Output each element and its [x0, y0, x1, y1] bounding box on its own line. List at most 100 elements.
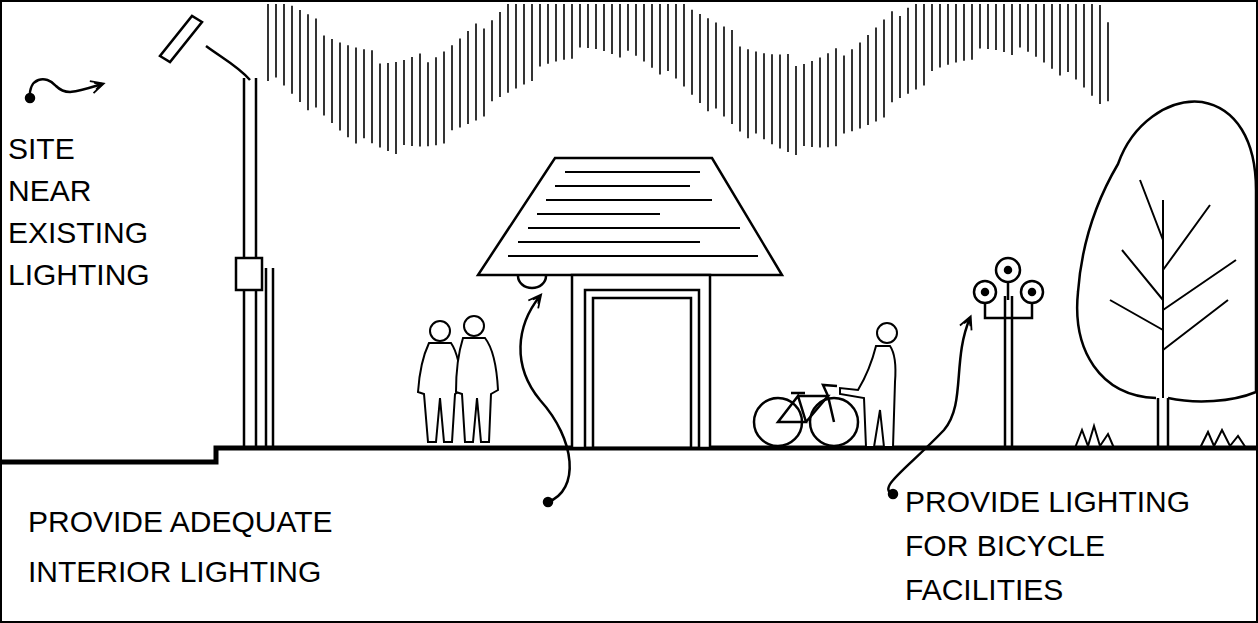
hatch-stroke [651, 4, 653, 68]
hatch-stroke [715, 22, 717, 108]
hatch-stroke [963, 4, 965, 61]
hatch-stroke [875, 27, 877, 121]
hatch-stroke [1091, 4, 1093, 96]
hatch-stroke [531, 4, 533, 81]
hatch-stroke [747, 49, 749, 138]
hatch-stroke [987, 4, 989, 49]
hatch-stroke [363, 49, 365, 138]
ground-line [0, 448, 1258, 462]
hatch-stroke [1019, 4, 1021, 47]
hatch-stroke [1051, 4, 1053, 69]
hatch-stroke [571, 4, 573, 59]
hatch-stroke [291, 6, 293, 94]
hatch-stroke [403, 60, 405, 145]
hatch-stroke [979, 4, 981, 48]
hatch-stroke [795, 66, 797, 155]
hatch-stroke [771, 54, 773, 144]
hatch-stroke [339, 42, 341, 130]
hatch-stroke [299, 10, 301, 102]
hatch-stroke [707, 18, 709, 111]
hatch-stroke [827, 53, 829, 147]
hatch-stroke [835, 48, 837, 146]
street-lamp [160, 16, 273, 448]
hatch-stroke [323, 35, 325, 115]
hatch-stroke [907, 8, 909, 94]
hatch-stroke [603, 4, 605, 51]
hatch-stroke [1035, 4, 1037, 57]
hatch-stroke [427, 62, 429, 146]
hatch-stroke [891, 11, 893, 102]
hatch-stroke [475, 23, 477, 120]
hatch-stroke [1099, 5, 1101, 104]
hatch-stroke [1067, 4, 1069, 72]
hatch-stroke [923, 4, 925, 86]
hatch-stroke [371, 50, 373, 143]
hatch-stroke [587, 4, 589, 48]
hatch-stroke [443, 52, 445, 144]
hatch-stroke [411, 57, 413, 146]
hatch-stroke [555, 4, 557, 61]
hatch-stroke [763, 53, 765, 139]
hatch-stroke [883, 19, 885, 117]
hatch-stroke [683, 4, 685, 87]
hatch-stroke [483, 28, 485, 116]
hatch-stroke [459, 38, 461, 127]
hatch-stroke [755, 52, 757, 134]
hatch-stroke [971, 4, 973, 60]
hatch-stroke [723, 26, 725, 116]
hatch-stroke [467, 31, 469, 124]
hatch-stroke [307, 14, 309, 110]
hatch-stroke [515, 4, 517, 89]
hatch-stroke [803, 64, 805, 146]
hatch-stroke [347, 45, 349, 137]
hatch-stroke [507, 4, 509, 93]
hatch-stroke [643, 4, 645, 61]
hatch-stroke [1083, 4, 1085, 88]
hatch-stroke [779, 55, 781, 149]
hatch-stroke [627, 4, 629, 51]
annotation-label: PROVIDE LIGHTING FOR BICYCLE FACILITIES [905, 480, 1245, 612]
hatch-stroke [947, 4, 949, 65]
hatch-stroke [355, 48, 357, 144]
hatch-stroke [899, 16, 901, 98]
cyclist [840, 323, 897, 447]
hatch-stroke [955, 4, 957, 62]
hatch-stroke [843, 56, 845, 134]
hatch-stroke [395, 62, 397, 154]
hatch-stroke [595, 4, 597, 49]
hatch-stroke [811, 61, 813, 147]
hatch-stroke [1043, 4, 1045, 62]
hatch-stroke [691, 10, 693, 95]
hatch-stroke [619, 4, 621, 57]
hatch-stroke [283, 4, 285, 86]
annotation-label: SITE NEAR EXISTING LIGHTING [8, 128, 150, 296]
hatch-stroke [435, 57, 437, 145]
shelter [478, 158, 782, 448]
hatch-stroke [563, 4, 565, 60]
hatch-stroke [611, 4, 613, 54]
annotation-label: PROVIDE ADEQUATE INTERIOR LIGHTING [28, 497, 408, 597]
hatch-stroke [851, 49, 853, 131]
leader-lines [26, 79, 970, 506]
hatch-stroke [1059, 4, 1061, 76]
hatch-stroke [635, 4, 637, 56]
sky-hatching [268, 4, 1108, 155]
hatch-stroke [267, 4, 269, 81]
hatch-stroke [1027, 4, 1029, 52]
hatch-stroke [379, 64, 381, 148]
hatch-stroke [1011, 4, 1013, 55]
hatch-stroke [939, 4, 941, 68]
hatch-stroke [579, 4, 581, 47]
hatch-stroke [731, 30, 733, 124]
hatch-stroke [499, 12, 501, 97]
bicycle-area-lamp [974, 258, 1043, 448]
hatch-stroke [491, 20, 493, 101]
hatch-stroke [931, 4, 933, 71]
hatch-stroke [275, 4, 277, 78]
hatch-stroke [315, 18, 317, 107]
hatch-stroke [547, 4, 549, 64]
hatch-stroke [1107, 22, 1109, 101]
hatch-stroke [915, 4, 917, 90]
